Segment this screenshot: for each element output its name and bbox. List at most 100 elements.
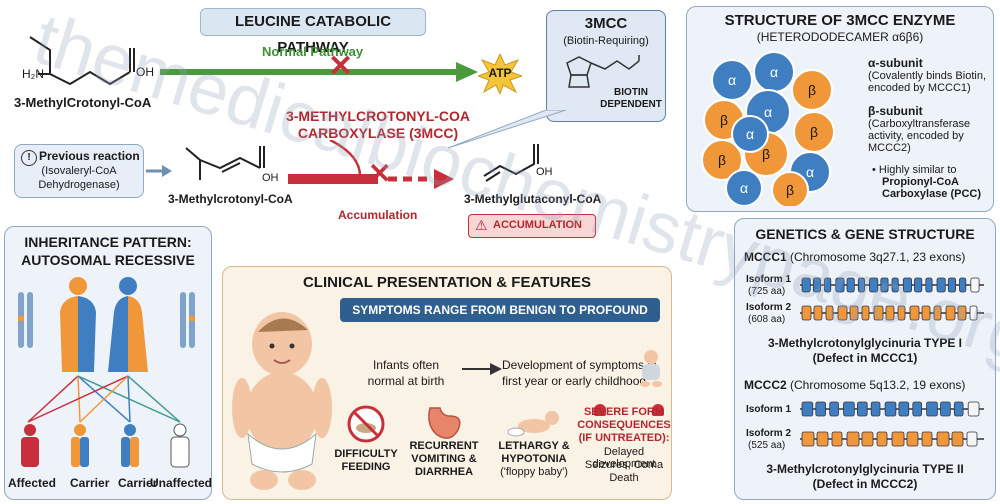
feature3-line3: ('floppy baby') [500,466,568,478]
beta-letter-4: β [720,112,728,128]
exon-block [940,401,951,417]
previous-reaction-title: Previous reaction [39,149,140,163]
feature2-line3: DIARRHEA [414,466,474,478]
mccc2-heading: MCCC2 (Chromosome 5q13.2, 19 exons) [744,378,965,392]
exon-block [945,305,956,321]
enzyme-name-line2: CARBOXYLASE (3MCC) [297,125,459,141]
exon-block [909,305,920,321]
mccc2-iso2-aa: (525 aa) [748,440,786,451]
alpha-letter-5: α [764,104,772,120]
symptoms-banner: SYMPTOMS RANGE FROM BENIGN TO PROFOUND [340,298,660,322]
exon-block [898,401,910,417]
exon-block [831,431,843,447]
normal-pathway-label: Normal Pathway [262,44,364,59]
toddler-icon [640,350,662,387]
mccc2-iso1-label: Isoform 1 [746,404,792,415]
inheritance-title-line1: INHERITANCE PATTERN: [24,234,192,250]
alpha-letter-12: α [746,126,754,142]
top-compound-label: 3-MethylCrotonyl-CoA [14,95,152,110]
exon-block [891,277,899,293]
alarm-right-icon [652,404,664,416]
exon-block [912,401,923,417]
type2-line2: (Defect in MCCC2) [812,477,918,491]
feature1-line2: FEEDING [341,461,391,473]
beta-subunit-7 [701,139,743,181]
no-feeding-icon [347,405,385,443]
exon-block [801,431,815,447]
alpha-letter-9: α [806,164,814,180]
exon-block [861,431,874,447]
previous-reaction-box: ! Previous reaction (Isovaleryl-CoA Dehy… [14,144,144,198]
alpha-letter-10: α [740,180,748,196]
cofactor-pointer [448,110,567,149]
genetics-title: GENETICS & GENE STRUCTURE [755,226,975,242]
mccc1-location: (Chromosome 3q27.1, 23 exons) [786,250,966,264]
child-unaffected-figure [170,423,190,468]
inheritance-title-line2: AUTOSOMAL RECESSIVE [21,252,195,268]
dev-line1: Development of symptoms in [502,358,657,372]
alpha-letter-2: α [770,64,778,80]
pedigree-diagram [18,277,195,468]
mccc1-name: MCCC1 [744,250,787,264]
exon-block [873,305,884,321]
exon-block [857,401,868,417]
severe-line2: CONSEQUENCES [577,419,671,431]
mccc2-location: (Chromosome 5q13.2, 19 exons) [786,378,966,392]
exon-block [857,277,865,293]
previous-reaction-line3: Dehydrogenase) [38,179,120,191]
exon-block [837,305,848,321]
product-structure [483,144,539,182]
severe-line3: (IF UNTREATED): [578,432,670,444]
floppy-baby-icon [507,411,559,437]
biotin-structure-icon [566,55,640,88]
chromosome-left-icon [18,292,33,348]
beta-subunit-desc1: (Carboxyltransferase [868,118,971,130]
feature2-line2: VOMITING & [411,453,477,465]
accumulation-badge-text: ACCUMULATION [493,219,583,231]
top-compound-structure [29,36,135,86]
mccc1-iso2-aa: (608 aa) [748,314,786,325]
exon-block [801,401,814,417]
beta-subunit-3 [791,69,833,111]
inhibit-x-mid-icon: ✕ [368,158,392,189]
mccc1-iso1-label: Isoform 1 [746,274,792,285]
child-carrier1-figure [71,424,89,467]
exon-block [936,277,946,293]
cofactor-box: 3MCC (Biotin-Requiring) BIOTIN DEPENDENT [546,10,666,122]
feature3-line1: LETHARGY & [498,440,570,452]
exon-block [861,305,870,321]
mccc2-isoform1-gene [800,401,984,417]
exon-block [933,305,942,321]
alpha-letter-1: α [728,72,736,88]
atom-oh: OH [136,65,154,79]
label-affected: Affected [8,476,57,490]
severe-line4: Delayed development [592,446,656,470]
biotin-badge-line2: DEPENDENT [600,99,662,110]
exon-block [921,431,933,447]
mccc1-isoform1-gene [800,277,984,293]
mccc2-isoform2-gene [800,431,984,447]
label-carrier-2: Carrier [118,476,158,490]
exon-block [843,401,855,417]
exon-block [815,401,827,417]
inhibit-x-top-icon: ✕ [328,50,354,83]
exon-block [813,305,823,321]
feature1-line1: DIFFICULTY [334,448,398,460]
beta-letter-11: β [786,182,794,198]
feature2-line1: RECURRENT [409,440,479,452]
mccc1-isoform2-gene [800,305,984,321]
alpha-subunit-1 [711,59,753,101]
pathway-title: LEUCINE CATABOLIC PATHWAY [200,8,426,56]
exon-block [906,431,919,447]
exon-block [936,431,950,447]
mccc2-iso2-label: Isoform 2 [746,428,792,439]
exon-block [921,305,931,321]
genetics-panel [734,218,996,500]
alarm-left-icon [594,404,606,416]
exon-block [876,431,888,447]
exon-block [884,401,897,417]
label-carrier: Carrier [70,476,110,490]
accumulation-label: Accumulation [338,208,418,222]
exon-block [951,431,964,447]
